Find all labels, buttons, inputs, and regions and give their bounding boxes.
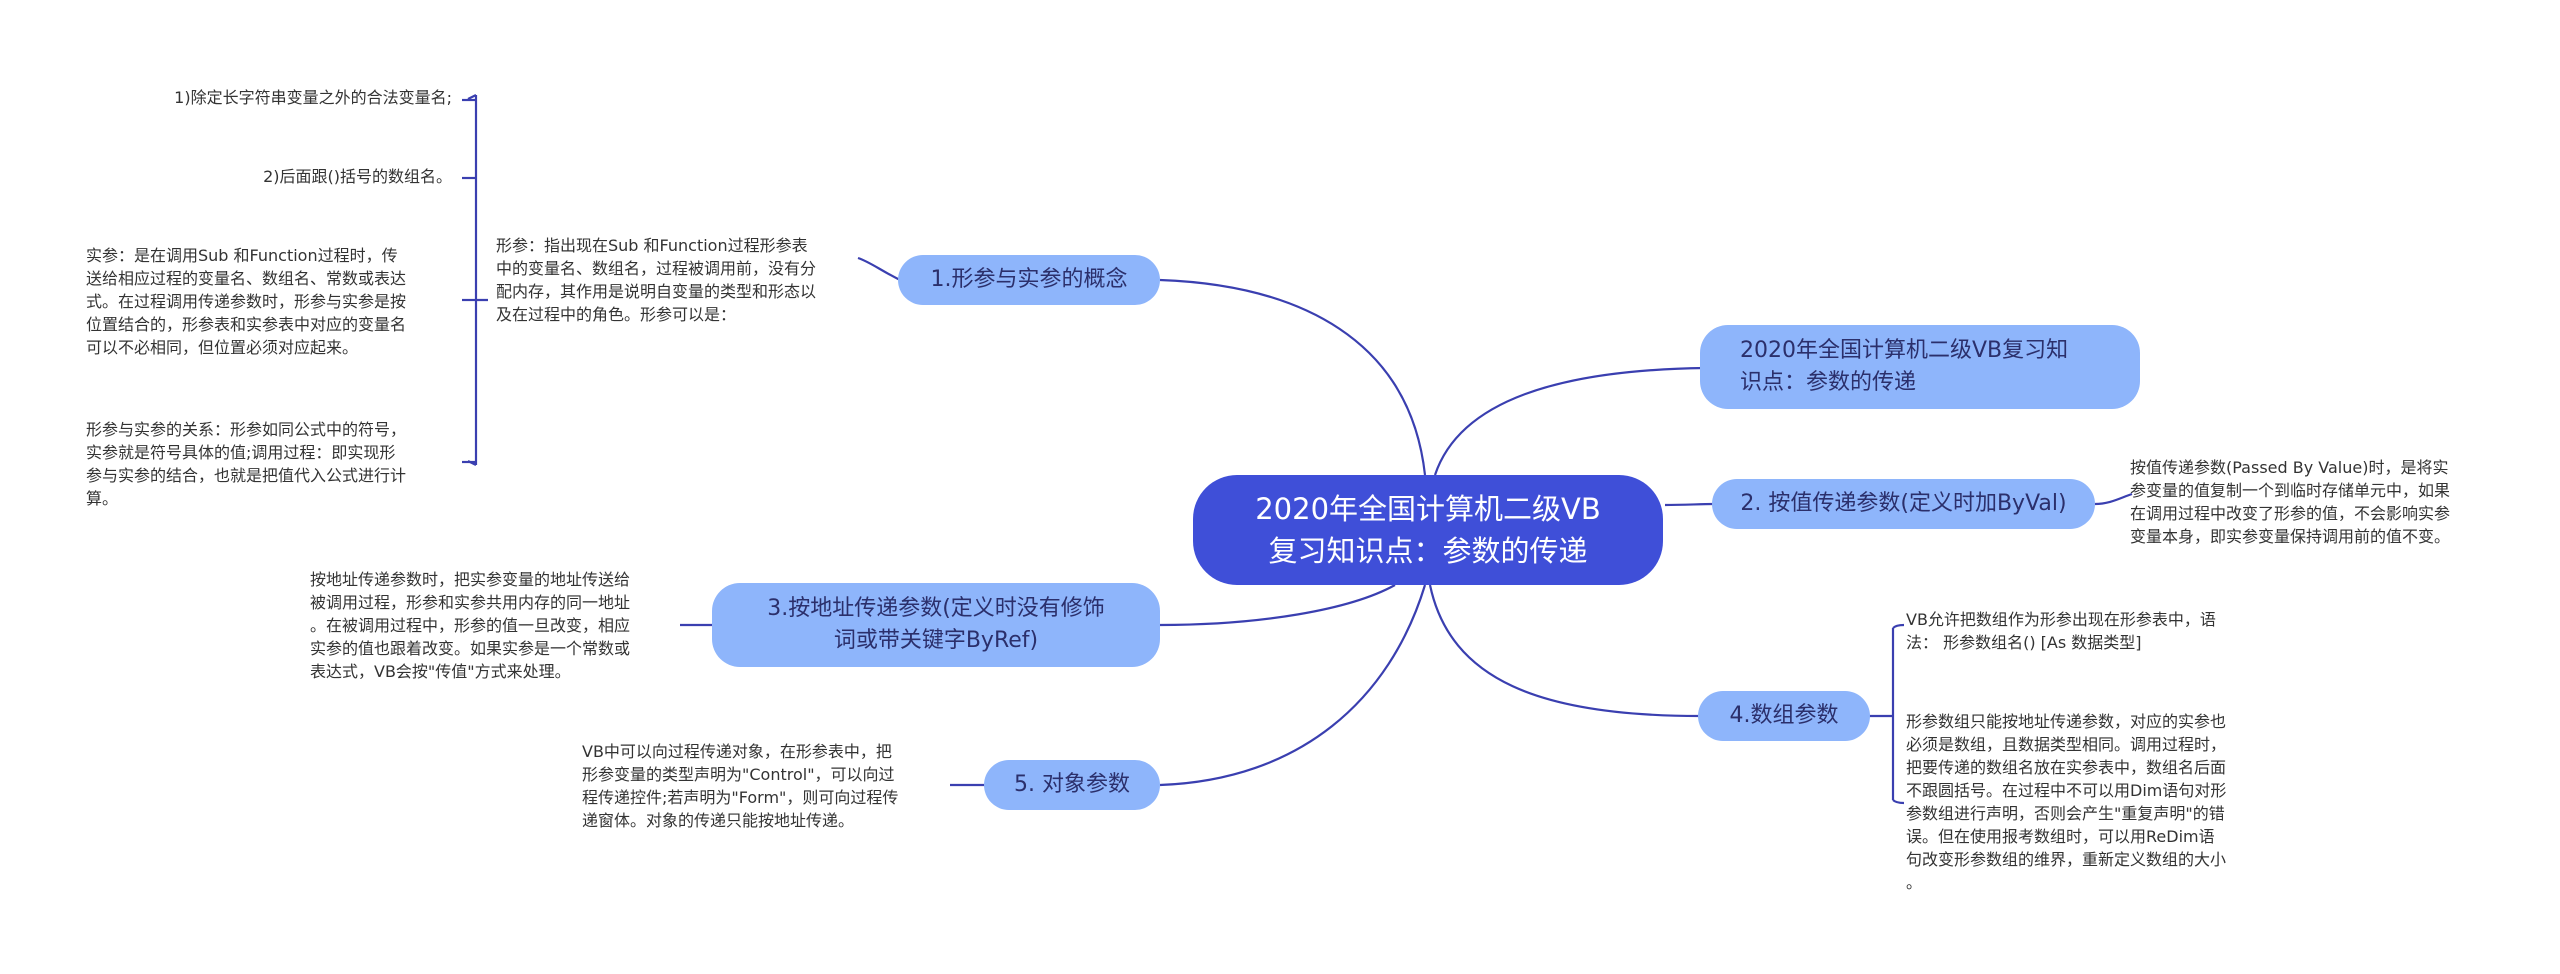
detail-byref: 按地址传递参数时，把实参变量的地址传送给 被调用过程，形参和实参共用内存的同一地… (310, 570, 631, 681)
detail-array-rules: 形参数组只能按地址传递参数，对应的实参也 必须是数组，且数据类型相同。调用过程时… (1906, 712, 2227, 892)
link-center-b3 (1159, 584, 1396, 627)
branch-array-params[interactable]: 4.数组参数 (1698, 691, 1870, 741)
link-b1-main (857, 256, 901, 281)
link-center-b5 (1159, 584, 1427, 787)
branch-concept[interactable]: 1.形参与实参的概念 (898, 255, 1160, 305)
branch-byref[interactable]: 3.按地址传递参数(定义时没有修饰 词或带关键字ByRef) (712, 583, 1160, 667)
branch-byval[interactable]: 2. 按值传递参数(定义时加ByVal) (1712, 479, 2095, 529)
detail-array-syntax: VB允许把数组作为形参出现在形参表中，语 法： 形参数组名() [As 数据类型… (1906, 610, 2216, 652)
branch-object-params[interactable]: 5. 对象参数 (984, 760, 1160, 810)
detail-formal-param-rule1: 1)除定长字符串变量之外的合法变量名; (174, 88, 452, 107)
link-center-b6 (1433, 366, 1706, 476)
center-topic[interactable]: 2020年全国计算机二级VB 复习知识点：参数的传递 (1193, 475, 1663, 585)
detail-param-relation: 形参与实参的关系：形参如同公式中的符号， 实参就是符号具体的值;调用过程：即实现… (86, 420, 407, 508)
detail-formal-param: 形参：指出现在Sub 和Function过程形参表 中的变量名、数组名，过程被调… (496, 236, 817, 324)
bracket-b4 (1882, 623, 1905, 805)
detail-actual-param: 实参：是在调用Sub 和Function过程时，传 送给相应过程的变量名、数组名… (86, 246, 407, 357)
detail-byval: 按值传递参数(Passed By Value)时，是将实 参变量的值复制一个到临… (2130, 458, 2451, 546)
detail-object-params: VB中可以向过程传递对象，在形参表中，把 形参变量的类型声明为"Control"… (582, 742, 899, 830)
detail-formal-param-rule2: 2)后面跟()括号的数组名。 (263, 167, 452, 186)
link-center-b1 (1159, 278, 1427, 476)
link-center-b4 (1428, 584, 1701, 718)
bracket-b1 (467, 94, 488, 466)
link-center-b2 (1664, 502, 1714, 507)
branch-title-repeat[interactable]: 2020年全国计算机二级VB复习知 识点：参数的传递 (1700, 325, 2140, 409)
link-b2-detail (2094, 492, 2133, 506)
